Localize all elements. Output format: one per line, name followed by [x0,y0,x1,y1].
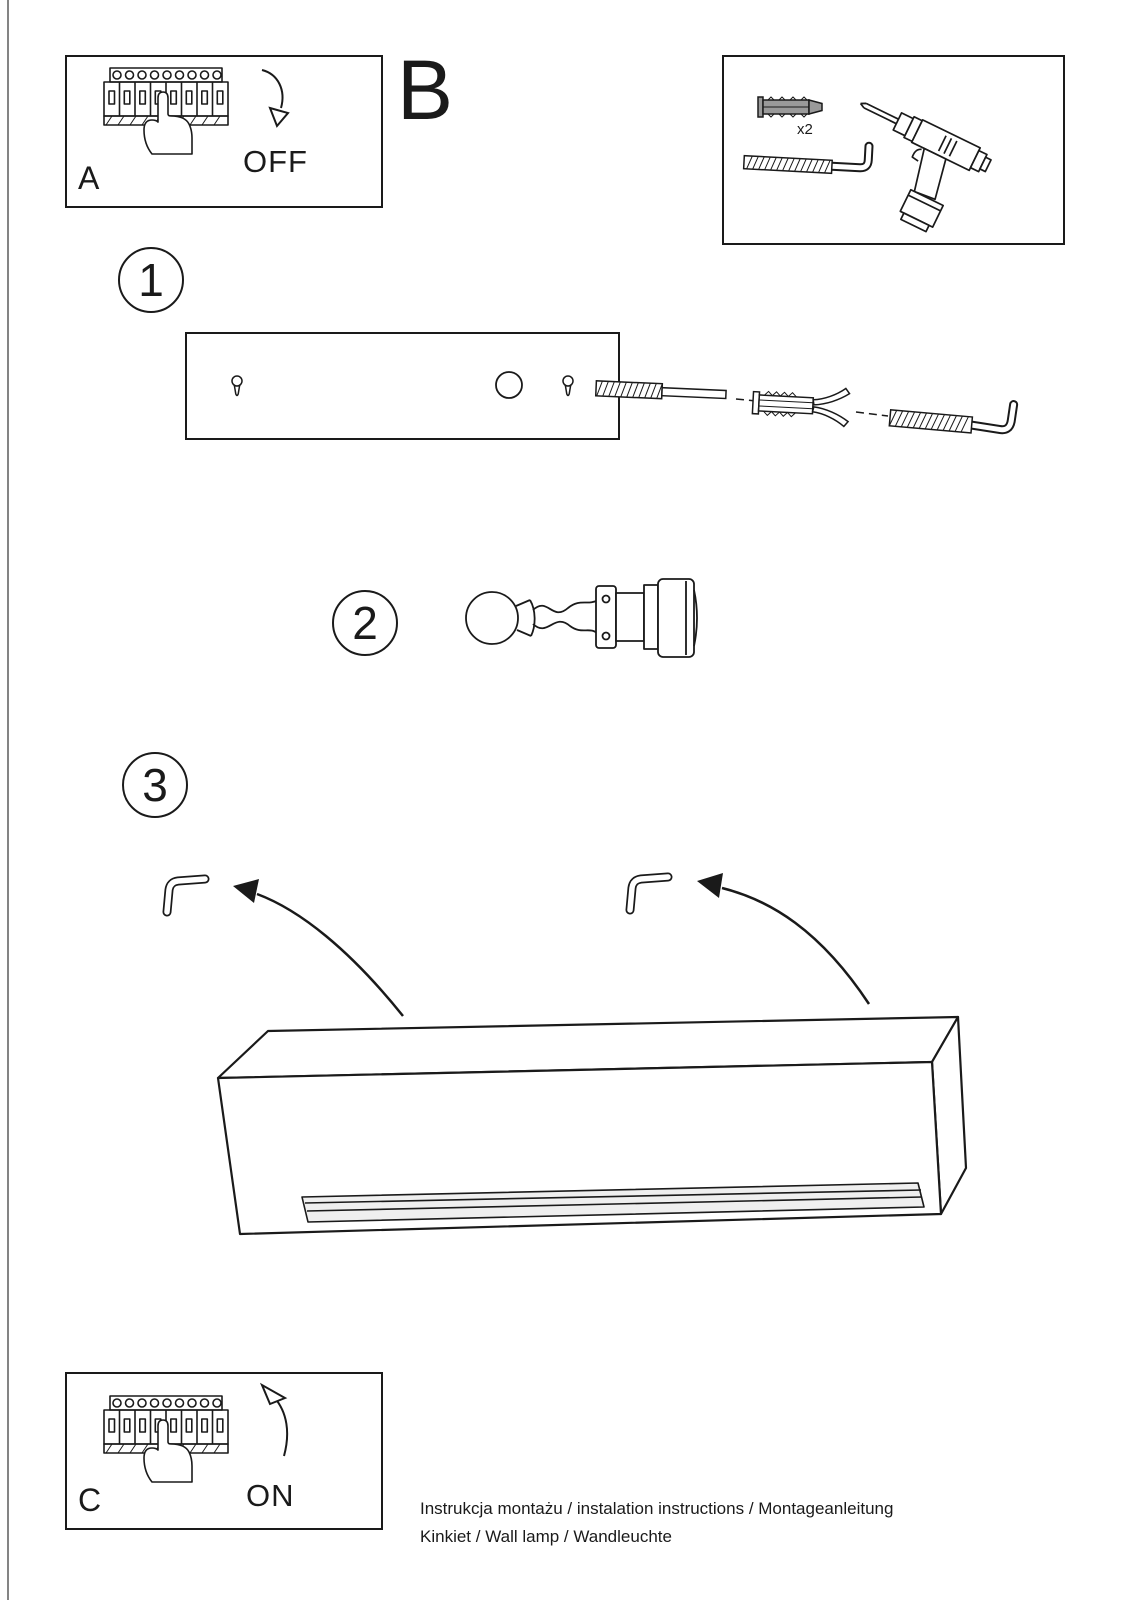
section-b-letter: B [397,43,454,137]
anchor-count-label: x2 [797,121,813,138]
power-on-box [65,1372,383,1530]
bulb-icon [465,591,536,645]
tools-parts-box [722,55,1065,245]
wires-drawing [532,599,599,635]
wall-anchor-exploded-icon [751,387,851,428]
wall-anchor-icon [757,96,823,118]
step-3-number: 3 [142,759,168,811]
breaker-panel-off-icon [103,67,229,155]
box-a-letter: A [78,160,100,196]
hook-left-icon [162,874,210,917]
breaker-panel-on-icon [103,1395,229,1483]
keyhole-right-icon [562,375,574,397]
step-2-badge: 2 [332,590,398,656]
power-off-box [65,55,383,208]
box-c-letter: C [78,1482,102,1518]
hang-arrow-right-icon [697,873,871,1005]
lamp-socket-icon [595,578,698,658]
step-2-number: 2 [352,597,378,649]
off-label: OFF [243,144,308,179]
footer-title-line: Instrukcja montażu / instalation instruc… [420,1499,894,1518]
step-3-badge: 3 [122,752,188,818]
step-1-badge: 1 [118,247,184,313]
footer-product-line: Kinkiet / Wall lamp / Wandleuchte [420,1527,672,1546]
turn-off-arrow-icon [261,69,290,128]
lamp-diffuser-slot [301,1182,925,1223]
drill-icon [859,102,992,233]
assembly-axis-dash [855,411,889,417]
lamp-body-drawing [216,1015,968,1236]
mounting-plate-drawing [185,332,620,440]
step-1-number: 1 [138,254,164,306]
hang-arrow-left-icon [233,879,404,1017]
cable-hole-icon [495,371,523,399]
hook-screw-exploded-icon [888,400,1019,435]
machine-screw-icon [594,380,727,400]
turn-on-arrow-icon [259,1382,289,1457]
screw-hook-icon [742,141,874,175]
hook-right-icon [625,872,673,915]
on-label: ON [246,1478,295,1513]
keyhole-left-icon [231,375,243,397]
